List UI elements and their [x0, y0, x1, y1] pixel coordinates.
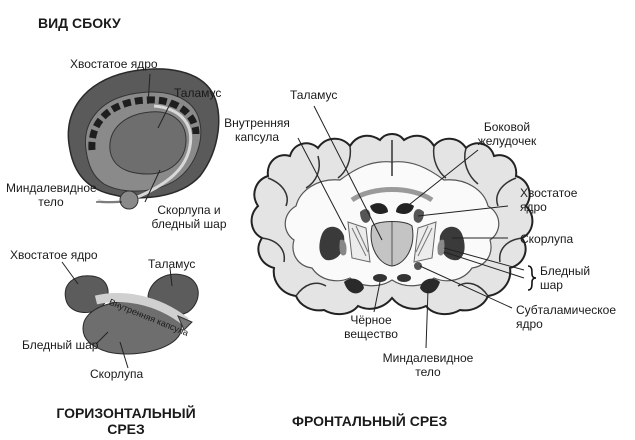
pallidus-brace — [528, 266, 536, 290]
f-pallidus-label-1: Бледный — [540, 264, 590, 278]
f-pallidus-label-2: шар — [540, 278, 563, 292]
f-amygdala-label-2: тело — [378, 365, 478, 379]
side-thalamus-label: Таламус — [174, 86, 221, 100]
f-substantia-nigra-label-1: Чёрное — [326, 313, 416, 327]
h-putamen-label: Скорлупа — [90, 367, 143, 381]
f-internal-capsule-label-1: Внутренняя — [212, 116, 302, 130]
f-caudate-label-2: ядро — [520, 200, 547, 214]
horizontal-title-2: СРЕЗ — [36, 421, 216, 438]
h-pallidus-label: Бледный шар — [22, 338, 98, 352]
side-putamen-pallidus-label-1: Скорлупа и — [139, 203, 239, 217]
amygdala-body — [120, 191, 138, 209]
substantia-nigra-left — [373, 274, 387, 282]
h-caudate-label: Хвостатое ядро — [10, 248, 98, 262]
f-internal-capsule-label-2: капсула — [212, 130, 302, 144]
side-view-title: ВИД СБОКУ — [38, 15, 121, 32]
side-caudate-label: Хвостатое ядро — [70, 57, 158, 71]
f-lateral-ventricle-label-2: желудочек — [462, 134, 552, 148]
horizontal-title-1: ГОРИЗОНТАЛЬНЫЙ — [36, 405, 216, 422]
f-subthalamic-label-1: Субталамическое — [516, 303, 616, 317]
frontal-title: ФРОНТАЛЬНЫЙ СРЕЗ — [292, 413, 447, 430]
f-lateral-ventricle-label-1: Боковой — [462, 120, 552, 134]
f-thalamus-label: Таламус — [290, 88, 337, 102]
side-amygdala-label-1: Миндалевидное — [6, 181, 96, 195]
h-thalamus-label: Таламус — [148, 257, 195, 271]
f-putamen-label: Скорлупа — [520, 232, 573, 246]
side-putamen-pallidus-label-2: бледный шар — [139, 217, 239, 231]
f-amygdala-label-1: Миндалевидное — [378, 351, 478, 365]
substantia-nigra-right — [397, 274, 411, 282]
f-caudate-label-1: Хвостатое — [520, 186, 577, 200]
f-subthalamic-label-2: ядро — [516, 317, 543, 331]
side-amygdala-label-2: тело — [6, 195, 96, 209]
f-substantia-nigra-label-2: вещество — [326, 327, 416, 341]
